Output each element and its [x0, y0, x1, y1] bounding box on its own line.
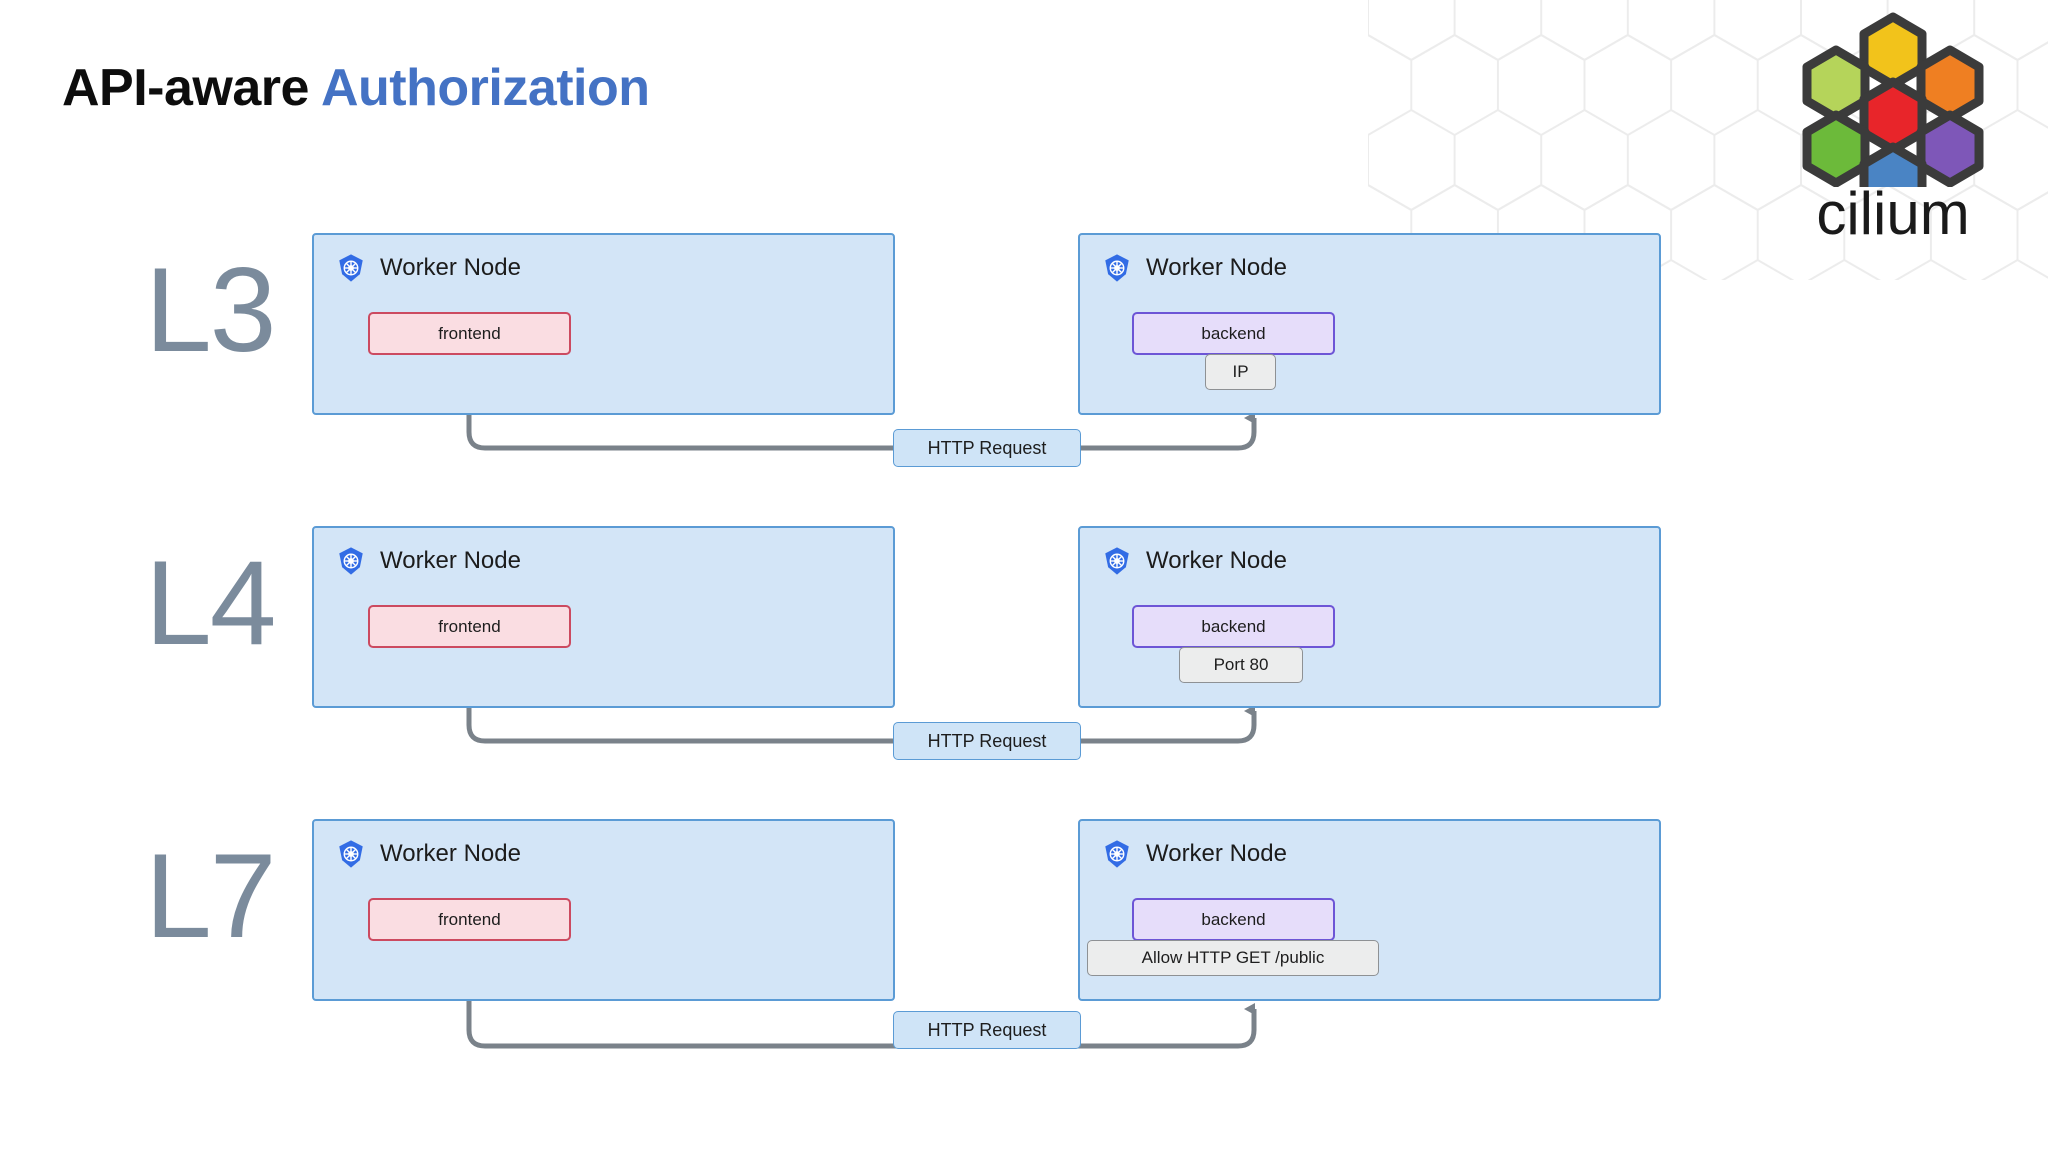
worker-node-dest-l3[interactable]: Worker Node backend IP: [1078, 233, 1661, 415]
page-title-accent: Authorization: [320, 59, 650, 117]
node-header: Worker Node: [336, 253, 521, 283]
worker-node-title: Worker Node: [1146, 254, 1287, 281]
pod-backend-l4[interactable]: backend: [1132, 605, 1335, 648]
pod-backend-l3[interactable]: backend: [1132, 312, 1335, 355]
row-label-l3: L3: [145, 243, 276, 377]
policy-badge-l7[interactable]: Allow HTTP GET /public: [1087, 940, 1379, 976]
hex-lower-right: [1916, 110, 1984, 187]
cilium-logo: cilium: [1768, 12, 2018, 252]
hex-top: [1859, 12, 1927, 90]
node-header: Worker Node: [336, 546, 521, 576]
worker-node-dest-l4[interactable]: Worker Node backend Port 80: [1078, 526, 1661, 708]
hex-center: [1859, 77, 1927, 155]
hex-upper-right: [1916, 45, 1984, 123]
worker-node-title: Worker Node: [380, 547, 521, 574]
node-header: Worker Node: [1102, 253, 1287, 283]
policy-badge-l3[interactable]: IP: [1205, 354, 1276, 390]
worker-node-title: Worker Node: [380, 254, 521, 281]
page-title-primary: API-aware: [62, 59, 321, 117]
pod-backend-l7[interactable]: backend: [1132, 898, 1335, 941]
pod-frontend-l4[interactable]: frontend: [368, 605, 571, 648]
worker-node-title: Worker Node: [380, 840, 521, 867]
node-header: Worker Node: [1102, 839, 1287, 869]
row-label-l7: L7: [145, 829, 276, 963]
node-header: Worker Node: [336, 839, 521, 869]
worker-node-source-l3[interactable]: Worker Node frontend: [312, 233, 895, 415]
kubernetes-icon: [1105, 254, 1129, 282]
pod-frontend-l3[interactable]: frontend: [368, 312, 571, 355]
kubernetes-icon: [1105, 547, 1129, 575]
node-header: Worker Node: [1102, 546, 1287, 576]
pod-frontend-l7[interactable]: frontend: [368, 898, 571, 941]
cilium-hexagon-mark: [1802, 12, 1984, 187]
hex-upper-left: [1802, 45, 1870, 123]
worker-node-dest-l7[interactable]: Worker Node backend Allow HTTP GET /publ…: [1078, 819, 1661, 1001]
http-request-label-l3[interactable]: HTTP Request: [893, 429, 1081, 467]
worker-node-title: Worker Node: [1146, 840, 1287, 867]
worker-node-source-l4[interactable]: Worker Node frontend: [312, 526, 895, 708]
kubernetes-icon: [339, 254, 363, 282]
hex-lower-left: [1802, 110, 1870, 187]
worker-node-title: Worker Node: [1146, 547, 1287, 574]
cilium-wordmark: cilium: [1816, 180, 1970, 247]
kubernetes-icon: [339, 547, 363, 575]
row-label-l4: L4: [145, 536, 276, 670]
kubernetes-icon: [1105, 840, 1129, 868]
http-request-label-l4[interactable]: HTTP Request: [893, 722, 1081, 760]
kubernetes-icon: [339, 840, 363, 868]
page-title: API-aware Authorization: [62, 58, 650, 118]
worker-node-source-l7[interactable]: Worker Node frontend: [312, 819, 895, 1001]
policy-badge-l4[interactable]: Port 80: [1179, 647, 1303, 683]
http-request-label-l7[interactable]: HTTP Request: [893, 1011, 1081, 1049]
